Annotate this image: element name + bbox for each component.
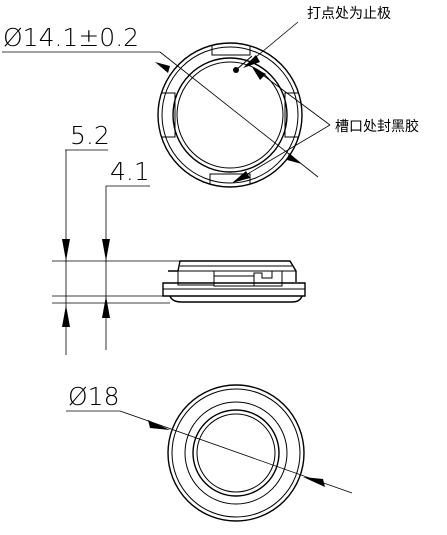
polarity-annotation-arrow: [243, 55, 260, 68]
diameter-arrow-right: [287, 153, 302, 164]
top-inner-ring-inner: [176, 61, 284, 169]
bottom-diameter-label: Ø18: [68, 382, 120, 411]
dim41-label: 4.1: [110, 157, 150, 186]
dim52-arrow-top: [62, 239, 70, 261]
sealant-arrow-top: [252, 67, 266, 80]
dim52-arrow-bottom: [62, 305, 70, 327]
dim41-arrow-bottom: [102, 296, 110, 318]
top-outer-rim: [157, 42, 303, 188]
sealant-annotation-text: 槽口处封黑胶: [335, 118, 419, 135]
side-flange: [162, 282, 306, 297]
bottom-inner-ring: [192, 409, 280, 497]
diameter-dimension-top: Ø14.1±0.2: [2, 23, 319, 178]
annotation-polarity: 打点处为止极: [243, 5, 391, 68]
polarity-dot-leader: [235, 55, 253, 71]
diameter-label-top: Ø14.1±0.2: [3, 23, 139, 52]
side-terminal-mid: [213, 275, 255, 287]
top-outer-rim-inner: [161, 46, 299, 184]
sealant-arrow-bottom: [232, 171, 250, 183]
bottom-diameter-arrow-left: [148, 420, 170, 430]
bottom-inner-ring-inner: [196, 413, 276, 493]
height-dimensions: 5.2 4.1: [52, 121, 180, 355]
bottom-diameter-arrow-right: [303, 477, 325, 487]
diameter-dimension-bottom: Ø18: [66, 382, 353, 494]
bottom-view: [167, 384, 305, 522]
notch-bottom: [209, 173, 251, 184]
bottom-outer-rim: [167, 384, 305, 522]
side-bottom-membrane: [169, 295, 303, 303]
dim52-label: 5.2: [70, 121, 110, 150]
top-inner-ring: [172, 57, 288, 173]
top-view: [157, 42, 303, 188]
side-terminal-right: [253, 270, 283, 287]
notch-right: [284, 92, 298, 138]
bottom-middle-ring: [184, 401, 288, 505]
polarity-annotation-leader: [249, 21, 299, 63]
annotation-sealant: 槽口处封黑胶: [232, 67, 419, 183]
notch-left: [162, 92, 176, 138]
bottom-outer-rim-inner: [171, 388, 301, 518]
polarity-annotation-text: 打点处为止极: [307, 5, 391, 22]
dim41-arrow-top: [102, 239, 110, 261]
sealant-leader-top: [255, 69, 331, 126]
sealant-leader-bottom: [233, 124, 331, 183]
side-view: [162, 260, 306, 303]
notch-top: [211, 46, 251, 56]
diameter-arrow-left: [155, 62, 170, 73]
